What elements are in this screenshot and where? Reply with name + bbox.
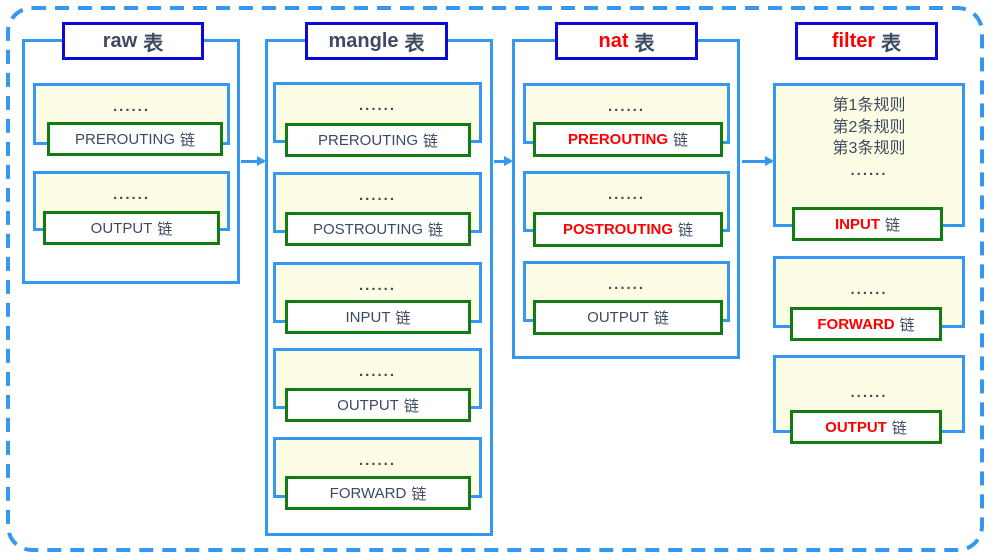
filter-input-cell: 第1条规则 第2条规则 第3条规则 ...... [773, 83, 965, 227]
table-suffix: 表 [634, 32, 655, 55]
chain-name: OUTPUT [90, 219, 153, 237]
chain-suffix: 链 [403, 397, 419, 415]
chain-suffix: 链 [157, 220, 173, 238]
table-name: mangle [328, 29, 399, 52]
ellipsis-text: ...... [607, 276, 645, 293]
mangle-to-nat-arrow-icon [494, 156, 513, 166]
mangle-table-title: mangle 表 [305, 22, 448, 60]
chain-name: POSTROUTING [562, 221, 673, 238]
filter-forward-chain-box: FORWARD 链 [790, 307, 942, 341]
nat-to-filter-arrow-icon [742, 156, 774, 166]
nat-prerouting-chain-box: PREROUTING 链 [533, 122, 723, 157]
ellipsis-text: ...... [850, 281, 888, 298]
raw-table-title: raw 表 [62, 22, 204, 60]
filter-table-title: filter 表 [795, 22, 938, 60]
table-name: filter [831, 29, 876, 52]
chain-name: POSTROUTING [312, 220, 423, 238]
chain-name: OUTPUT [825, 418, 887, 436]
mangle-input-chain-box: INPUT 链 [285, 300, 471, 334]
ellipsis-text: ...... [358, 277, 396, 294]
chain-name: PREROUTING [317, 131, 418, 149]
chain-name: OUTPUT [337, 396, 399, 414]
raw-prerouting-chain-box: PREROUTING 链 [47, 122, 223, 156]
mangle-output-chain-box: OUTPUT 链 [285, 388, 471, 422]
mangle-forward-chain-box: FORWARD 链 [285, 476, 471, 510]
raw-to-mangle-arrow-icon [241, 156, 266, 166]
filter-output-chain-box: OUTPUT 链 [790, 410, 942, 444]
ellipsis-text: ...... [850, 384, 888, 401]
nat-output-chain-box: OUTPUT 链 [533, 300, 723, 335]
rule-line: 第1条规则 [832, 97, 906, 114]
ellipsis-text: ...... [358, 452, 396, 469]
chain-suffix: 链 [653, 310, 669, 327]
chain-suffix: 链 [180, 131, 196, 149]
rule-line: 第3条规则 [832, 140, 906, 157]
chain-suffix: 链 [411, 485, 427, 503]
ellipsis-text: ...... [850, 161, 888, 179]
chain-suffix: 链 [899, 316, 915, 334]
table-name: raw [102, 29, 138, 52]
chain-suffix: 链 [678, 222, 694, 239]
ellipsis-text: ...... [607, 98, 645, 115]
chain-suffix: 链 [891, 419, 907, 437]
ellipsis-text: ...... [358, 97, 396, 114]
ellipsis-text: ...... [358, 187, 396, 204]
rules-list: 第1条规则 第2条规则 第3条规则 ...... [776, 86, 962, 181]
raw-table-container [22, 39, 240, 284]
raw-output-chain-box: OUTPUT 链 [43, 211, 220, 245]
chain-name: INPUT [834, 215, 880, 233]
ellipsis-text: ...... [112, 186, 150, 203]
table-suffix: 表 [143, 32, 164, 55]
mangle-prerouting-chain-box: PREROUTING 链 [285, 123, 471, 157]
chain-name: PREROUTING [567, 131, 668, 148]
ellipsis-text: ...... [358, 363, 396, 380]
table-suffix: 表 [881, 32, 902, 55]
ellipsis-text: ...... [607, 186, 645, 203]
table-suffix: 表 [404, 32, 425, 55]
chain-name: OUTPUT [587, 309, 649, 326]
filter-input-chain-box: INPUT 链 [792, 207, 943, 241]
rule-line: 第2条规则 [832, 118, 906, 136]
mangle-postrouting-chain-box: POSTROUTING 链 [285, 212, 471, 246]
chain-name: PREROUTING [74, 130, 175, 148]
table-name: nat [598, 29, 629, 52]
nat-table-title: nat 表 [555, 22, 698, 60]
nat-postrouting-chain-box: POSTROUTING 链 [533, 212, 723, 247]
chain-name: INPUT [345, 308, 391, 326]
chain-suffix: 链 [428, 221, 444, 239]
chain-name: FORWARD [329, 484, 407, 502]
chain-name: FORWARD [817, 315, 895, 333]
chain-suffix: 链 [423, 132, 439, 150]
ellipsis-text: ...... [112, 98, 150, 115]
chain-suffix: 链 [884, 216, 900, 234]
chain-suffix: 链 [395, 309, 411, 327]
chain-suffix: 链 [673, 132, 689, 149]
